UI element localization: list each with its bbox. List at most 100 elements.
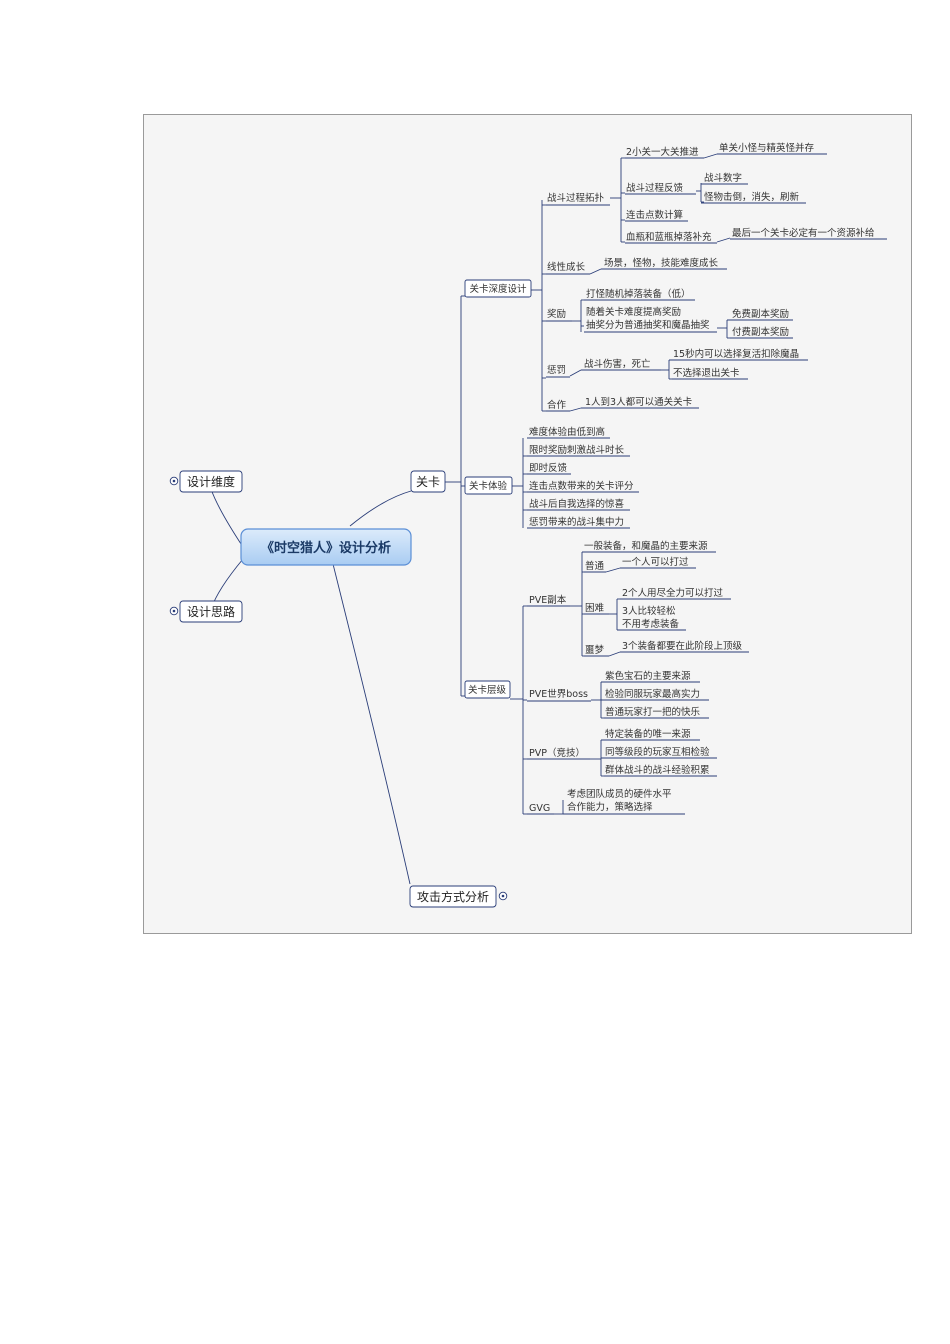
node-label: 抽奖分为普通抽奖和魔晶抽奖: [586, 319, 710, 331]
list-item[interactable]: 难度体验由低到高: [527, 426, 610, 439]
mindmap-edges: [210, 153, 731, 885]
node-solo-clear[interactable]: 一个人可以打过: [620, 556, 696, 569]
node-three-top-gear[interactable]: 3个装备都要在此阶段上顶级: [620, 640, 749, 653]
node-label: 关卡层级: [468, 684, 507, 696]
node-pve-dungeon[interactable]: PVE副本: [527, 594, 570, 607]
node-label: PVE副本: [529, 594, 567, 606]
node-team-hardware[interactable]: 考虑团队成员的硬件水平 合作能力，策略选择: [563, 788, 685, 815]
root-label: 《时空猎人》设计分析: [261, 540, 391, 556]
node-purple-gem[interactable]: 紫色宝石的主要来源: [601, 670, 700, 683]
node-revive[interactable]: 15秒内可以选择复活扣除魔晶: [669, 348, 808, 361]
node-label: 惩罚带来的战斗集中力: [529, 516, 624, 528]
node-linear-growth[interactable]: 线性成长: [546, 261, 590, 275]
depth-design-subtree: 战斗过程拓扑 2小关一大关推进 单关小怪与精英怪并存 战斗过程反馈 战斗数字 怪…: [546, 142, 887, 412]
node-combo-calc[interactable]: 连击点数计算: [625, 209, 688, 222]
node-exit-level[interactable]: 不选择退出关卡: [672, 367, 748, 380]
node-label: 随着关卡难度提高奖励: [586, 306, 681, 318]
node-punish[interactable]: 惩罚: [546, 364, 570, 378]
node-label: 关卡深度设计: [469, 283, 527, 295]
node-pve-boss[interactable]: PVE世界boss: [527, 688, 591, 702]
node-label: 不选择退出关卡: [673, 367, 740, 379]
branch-label: 攻击方式分析: [417, 889, 489, 904]
node-experience[interactable]: 关卡体验: [464, 476, 513, 495]
node-small-big-advance[interactable]: 2小关一大关推进: [625, 146, 704, 159]
node-free-reward[interactable]: 免费副本奖励: [727, 308, 793, 321]
list-item[interactable]: 惩罚带来的战斗集中力: [527, 516, 630, 529]
node-label: 战斗伤害，死亡: [584, 358, 651, 370]
node-final-resource[interactable]: 最后一个关卡必定有一个资源补给: [730, 227, 887, 240]
branch-label: 设计思路: [187, 604, 235, 619]
node-label: 特定装备的唯一来源: [605, 728, 691, 740]
node-battle-numbers[interactable]: 战斗数字: [701, 172, 748, 185]
node-unique-gear[interactable]: 特定装备的唯一来源: [601, 728, 700, 741]
node-casual-fun[interactable]: 普通玩家打一把的快乐: [604, 706, 709, 719]
node-label: 场景，怪物，技能难度成长: [604, 257, 719, 269]
node-label: 不用考虑装备: [622, 618, 680, 630]
branch-level[interactable]: 关卡: [410, 470, 446, 493]
node-battle-topology[interactable]: 战斗过程拓扑: [546, 192, 610, 206]
root-node[interactable]: 《时空猎人》设计分析: [240, 528, 412, 566]
node-battle-death[interactable]: 战斗伤害，死亡: [581, 358, 661, 371]
node-normal[interactable]: 普通: [584, 560, 606, 573]
node-label: 怪物击倒，消失，刷新: [704, 191, 800, 203]
node-label: 连击点数带来的关卡评分: [529, 480, 634, 492]
node-group-exp[interactable]: 群体战斗的战斗经验积累: [604, 764, 717, 777]
node-label: 关卡体验: [469, 480, 508, 492]
node-three-easy[interactable]: 3人比较轻松 不用考虑装备: [617, 605, 686, 631]
branch-attack-analysis[interactable]: 攻击方式分析: [409, 885, 508, 908]
node-battle-feedback[interactable]: 战斗过程反馈: [625, 182, 696, 195]
node-label: 连击点数计算: [626, 209, 683, 221]
node-label: 1人到3人都可以通关关卡: [585, 396, 693, 408]
node-scene-growth[interactable]: 场景，怪物，技能难度成长: [601, 257, 727, 270]
node-random-drop[interactable]: 打怪随机掉落装备（低）: [584, 288, 695, 301]
list-item[interactable]: 战斗后自我选择的惊喜: [527, 498, 630, 511]
node-gvg[interactable]: GVG: [527, 803, 554, 815]
node-label: 考虑团队成员的硬件水平: [567, 788, 672, 800]
node-two-full-power[interactable]: 2个人用尽全力可以打过: [620, 587, 731, 600]
node-label: 3人比较轻松: [622, 605, 676, 617]
node-label: 打怪随机掉落装备（低）: [586, 288, 691, 300]
branch-label: 关卡: [416, 475, 440, 489]
node-depth-design[interactable]: 关卡深度设计: [464, 279, 532, 298]
node-label: 难度体验由低到高: [529, 426, 605, 438]
node-label: 检验同服玩家最高实力: [605, 688, 700, 700]
node-label: 限时奖励刺激战斗时长: [529, 444, 625, 456]
list-item[interactable]: 即时反馈: [527, 462, 571, 475]
node-label: 困难: [585, 603, 605, 614]
node-same-tier[interactable]: 同等级段的玩家互相检验: [601, 746, 717, 759]
node-label: 同等级段的玩家互相检验: [605, 746, 710, 758]
tiers-subtree: PVE副本 一般装备，和魔晶的主要来源 普通 一个人可以打过 困难 2个人用尽全…: [527, 540, 749, 815]
node-label: 噩梦: [585, 645, 605, 656]
node-normal-gear[interactable]: 一般装备，和魔晶的主要来源: [582, 540, 716, 553]
node-coop[interactable]: 合作: [546, 399, 570, 412]
node-label: 15秒内可以选择复活扣除魔晶: [673, 348, 799, 360]
node-label: 战斗过程反馈: [626, 182, 684, 194]
node-difficulty-reward[interactable]: 随着关卡难度提高奖励 抽奖分为普通抽奖和魔晶抽奖: [584, 306, 717, 333]
node-nightmare[interactable]: 噩梦: [584, 645, 609, 657]
node-potion-drop[interactable]: 血瓶和蓝瓶掉落补充: [625, 231, 717, 244]
node-label: 付费副本奖励: [732, 326, 789, 338]
node-pvp[interactable]: PVP（竞技）: [527, 747, 590, 760]
node-hard[interactable]: 困难: [584, 603, 609, 615]
branch-design-dimension[interactable]: 设计维度: [169, 470, 243, 493]
node-monster-hit[interactable]: 怪物击倒，消失，刷新: [701, 191, 806, 204]
node-label: 一个人可以打过: [622, 556, 689, 568]
node-label: 合作能力，策略选择: [567, 801, 653, 813]
node-label: 血瓶和蓝瓶掉落补充: [626, 231, 712, 243]
node-label: 惩罚: [547, 364, 566, 376]
branch-design-thinking[interactable]: 设计思路: [169, 600, 243, 623]
list-item[interactable]: 连击点数带来的关卡评分: [527, 480, 639, 493]
node-server-strength[interactable]: 检验同服玩家最高实力: [601, 688, 709, 701]
list-item[interactable]: 限时奖励刺激战斗时长: [527, 444, 630, 457]
node-tiers[interactable]: 关卡层级: [464, 680, 511, 699]
node-small-elite-coexist[interactable]: 单关小怪与精英怪并存: [717, 142, 827, 155]
node-paid-reward[interactable]: 付费副本奖励: [730, 326, 793, 339]
node-label: 合作: [547, 399, 567, 411]
node-label: 奖励: [547, 308, 566, 320]
node-label: 普通玩家打一把的快乐: [605, 706, 701, 718]
node-reward[interactable]: 奖励: [546, 308, 572, 322]
mindmap-frame: [143, 114, 912, 934]
mindmap-canvas: 《时空猎人》设计分析 设计维度 设计思路 关卡 攻击方式分析 关卡深度设计 关卡…: [169, 142, 887, 908]
experience-subtree: 难度体验由低到高 限时奖励刺激战斗时长 即时反馈 连击点数带来的关卡评分 战斗后…: [527, 426, 639, 529]
node-coop-players[interactable]: 1人到3人都可以通关关卡: [581, 396, 699, 409]
